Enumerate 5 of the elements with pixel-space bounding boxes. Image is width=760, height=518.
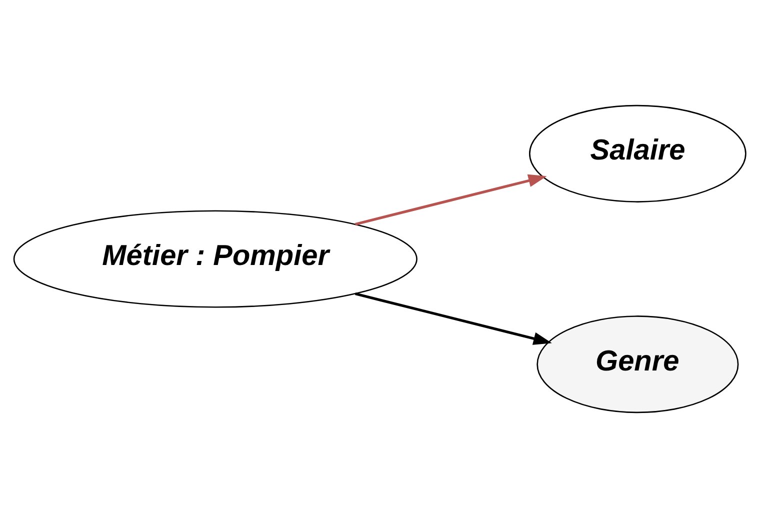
node-ellipse: Salaire <box>529 104 746 202</box>
node-ellipse: Genre <box>536 316 739 414</box>
arrow <box>354 174 547 226</box>
node-ellipse: Métier : Pompier <box>13 210 418 308</box>
arrow <box>354 292 552 345</box>
